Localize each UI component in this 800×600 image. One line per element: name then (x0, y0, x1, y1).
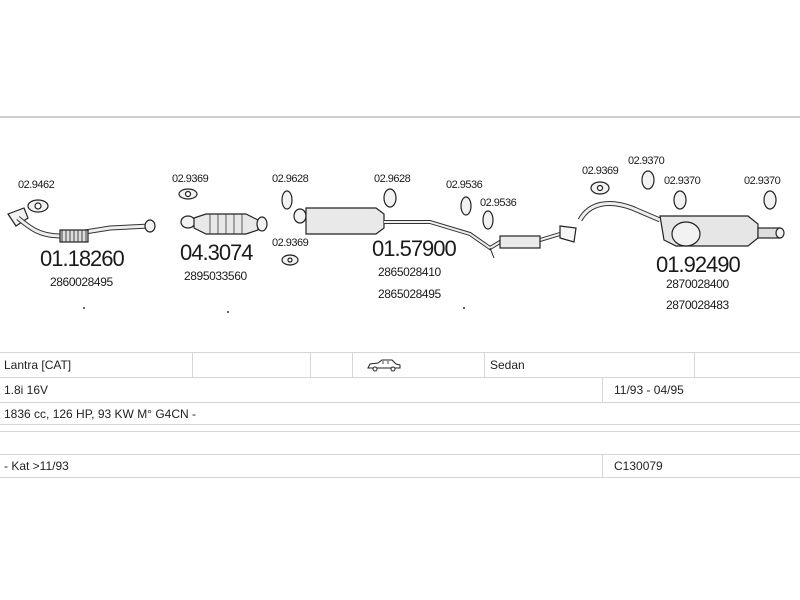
engine-cell: 1.8i 16V (4, 383, 49, 397)
top-border (0, 116, 800, 118)
car-icon-cell (362, 352, 422, 377)
spec-row-engine: 1.8i 16V 11/93 - 04/95 (0, 378, 800, 403)
exhaust-diagram: 02.9462 02.9369 02.9628 02.9369 02.9628 … (0, 118, 800, 352)
oem-number-front-pipe: 2860028495 (50, 275, 113, 289)
spec-row-empty-1 (0, 425, 800, 432)
ref-label-9369-c: 02.9369 (582, 165, 619, 177)
spec-table: Lantra [CAT] Sedan 1.8i 16V 11/93 - 04/9… (0, 352, 800, 478)
oem-number-middle-2: 2865028495 (378, 287, 441, 301)
ref-label-9536-a: 02.9536 (446, 179, 483, 191)
part-number-rear-silencer: 01.92490 (656, 252, 741, 277)
ref-label-9369-a: 02.9369 (172, 173, 209, 185)
oem-number-rear-2: 2870028483 (666, 298, 729, 312)
exhaust-drawing (7, 170, 785, 313)
spec-row-details: 1836 cc, 126 HP, 93 KW M° G4CN - (0, 403, 800, 425)
spec-top-border (0, 352, 800, 353)
ref-label-9369-b: 02.9369 (272, 237, 309, 249)
details-cell: 1836 cc, 126 HP, 93 KW M° G4CN - (4, 406, 196, 421)
rear-silencer-drawing (559, 201, 785, 247)
note-cell: - Kat >11/93 (4, 459, 69, 473)
spec-row-model: Lantra [CAT] Sedan (0, 352, 800, 378)
catalyst-drawing (180, 213, 268, 235)
car-sedan-icon (367, 359, 401, 371)
middle-silencer-drawing (293, 207, 561, 259)
front-pipe-drawing (7, 207, 156, 243)
body-type-cell: Sedan (490, 357, 525, 372)
ref-label-9628-a: 02.9628 (272, 173, 309, 185)
ref-label-9536-b: 02.9536 (480, 197, 517, 209)
oem-number-rear-1: 2870028400 (666, 277, 729, 291)
spec-row-note: - Kat >11/93 C130079 (0, 455, 800, 478)
part-number-catalyst: 04.3074 (180, 240, 254, 265)
years-cell: 11/93 - 04/95 (614, 383, 684, 397)
gasket-9462-drawing (27, 199, 49, 213)
ref-label-9462: 02.9462 (18, 179, 55, 191)
oem-number-middle-1: 2865028410 (378, 265, 441, 279)
ref-label-9370-a: 02.9370 (628, 155, 665, 167)
ref-label-9370-b: 02.9370 (664, 175, 701, 187)
ref-label-9628-b: 02.9628 (374, 173, 411, 185)
part-number-middle-silencer: 01.57900 (372, 236, 457, 261)
part-number-front-pipe: 01.18260 (40, 246, 125, 271)
code-cell: C130079 (614, 459, 663, 473)
model-cell: Lantra [CAT] (4, 357, 72, 372)
oem-number-catalyst: 2895033560 (184, 269, 247, 283)
spec-row-empty-2 (0, 432, 800, 455)
ref-label-9370-c: 02.9370 (744, 175, 781, 187)
